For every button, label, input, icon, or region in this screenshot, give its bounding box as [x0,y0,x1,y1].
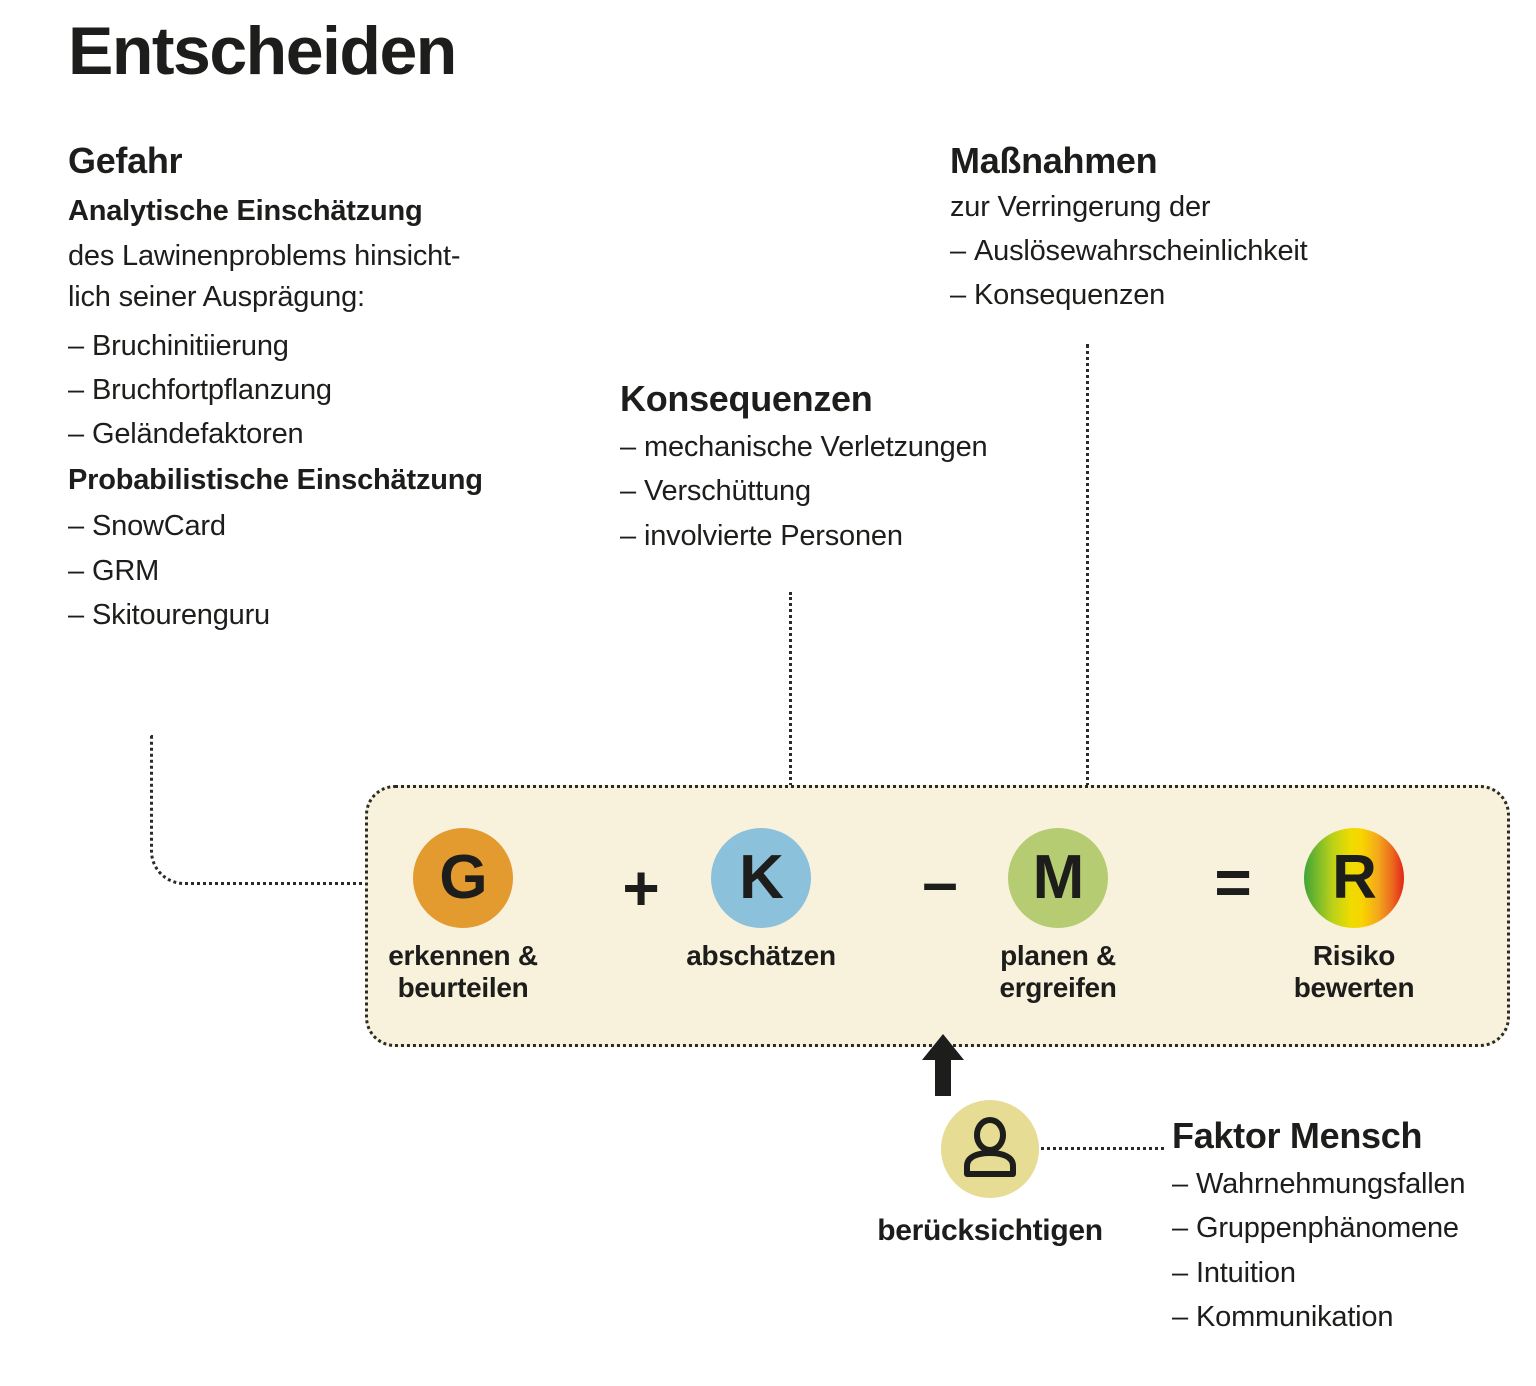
list-item-label: SnowCard [92,510,226,543]
list-item: –Bruchfortpflanzung [68,368,588,412]
node-faktor-mensch[interactable]: berücksichtigen [840,1100,1140,1248]
person-label: berücksichtigen [877,1214,1103,1247]
node-gefahr[interactable]: G erkennen & beurteilen [363,828,563,1004]
list-item-label: Konsequenzen [974,278,1166,311]
operator-plus: + [622,852,660,924]
bullet-dash: – [950,278,966,311]
person-circle[interactable] [941,1100,1039,1198]
list-item: –Auslösewahrscheinlichkeit [950,229,1450,273]
list-item-label: GRM [92,554,160,587]
list-item: –Kommunikation [1172,1295,1532,1339]
list-item-label: Intuition [1196,1256,1296,1289]
list-item-label: involvierte Personen [644,519,903,552]
formula-box: G erkennen & beurteilen + K abschätzen –… [365,785,1510,1047]
list-item: –Konsequenzen [950,273,1450,317]
list-item: –GRM [68,549,588,593]
list-item: –Bruchinitiierung [68,324,588,368]
operator-minus: – [922,846,958,918]
list-item-label: Geländefaktoren [92,418,304,451]
list-item-label: Bruchfortpflanzung [92,374,332,407]
gefahr-heading: Gefahr [68,140,183,181]
operator-equals: = [1214,846,1252,918]
bullet-dash: – [68,510,84,543]
circle-m-letter: M [1032,843,1085,912]
bullet-dash: – [1172,1168,1188,1201]
column-faktor-mensch: Faktor Mensch –Wahrnehmungsfallen –Grupp… [1172,1115,1532,1339]
gefahr-subheading-probabilistisch: Probabilistische Einschätzung [68,464,483,497]
list-item: –Verschüttung [620,469,1090,513]
konsequenzen-heading: Konsequenzen [620,378,873,419]
circle-g[interactable]: G [413,828,513,928]
list-item: –Wahrnehmungsfallen [1172,1162,1532,1206]
bullet-dash: – [68,598,84,631]
bullet-dash: – [620,431,636,464]
list-item-label: Bruchinitiierung [92,329,289,362]
faktor-mensch-heading: Faktor Mensch [1172,1115,1423,1156]
list-item: –Gruppenphänomene [1172,1206,1532,1250]
list-item-label: mechanische Verletzungen [644,431,988,464]
list-item: –involvierte Personen [620,514,1090,558]
circle-r-letter: R [1332,843,1377,912]
column-konsequenzen: Konsequenzen –mechanische Verletzungen –… [620,378,1090,558]
list-item: –Intuition [1172,1251,1532,1295]
bullet-dash: – [620,519,636,552]
node-risiko[interactable]: R Risiko bewerten [1254,828,1454,1004]
list-item: –Skitourenguru [68,593,588,637]
bullet-dash: – [1172,1300,1188,1333]
list-item-label: Kommunikation [1196,1300,1394,1333]
gefahr-subheading-analytisch: Analytische Einschätzung [68,195,423,228]
list-item-label: Wahrnehmungsfallen [1196,1168,1466,1201]
page-title: Entscheiden [68,13,457,89]
bullet-dash: – [68,374,84,407]
circle-m[interactable]: M [1008,828,1108,928]
connector-massnahmen-to-m [1086,344,1089,872]
bullet-dash: – [68,329,84,362]
connector-konsequenzen-to-k [789,592,792,870]
circle-k-letter: K [739,843,784,912]
list-item-label: Gruppenphänomene [1196,1212,1459,1245]
list-item-label: Skitourenguru [92,598,270,631]
column-massnahmen: Maßnahmen zur Verringerung der –Auslösew… [950,140,1450,317]
node-konsequenzen-label: abschätzen [686,940,836,971]
node-massnahmen-label: planen & ergreifen [999,940,1117,1003]
circle-k[interactable]: K [711,828,811,928]
gefahr-intro-line-2: lich seiner Ausprägung: [68,280,365,313]
connector-person-to-faktor-mensch [988,1147,1164,1150]
node-konsequenzen[interactable]: K abschätzen [661,828,861,972]
node-massnahmen[interactable]: M planen & ergreifen [958,828,1158,1004]
arrow-up-icon [922,1034,964,1096]
list-item-label: Auslösewahrscheinlichkeit [974,234,1308,267]
list-item: –SnowCard [68,504,588,548]
massnahmen-heading: Maßnahmen [950,140,1158,181]
bullet-dash: – [620,475,636,508]
connector-gefahr-to-g [150,735,380,885]
list-item: –mechanische Verletzungen [620,425,1090,469]
bullet-dash: – [1172,1256,1188,1289]
massnahmen-intro: zur Verringerung der [950,191,1211,224]
bullet-dash: – [68,418,84,451]
circle-r[interactable]: R [1304,828,1404,928]
bullet-dash: – [1172,1212,1188,1245]
column-gefahr: Gefahr Analytische Einschätzung des Lawi… [68,140,588,637]
gefahr-intro-line-1: des Lawinenproblems hinsicht- [68,239,461,272]
list-item-label: Verschüttung [644,475,811,508]
bullet-dash: – [950,234,966,267]
circle-g-letter: G [439,843,487,912]
bullet-dash: – [68,554,84,587]
person-icon [959,1116,1021,1183]
node-gefahr-label: erkennen & beurteilen [388,940,538,1003]
node-risiko-label: Risiko bewerten [1293,940,1415,1003]
list-item: –Geländefaktoren [68,412,588,456]
